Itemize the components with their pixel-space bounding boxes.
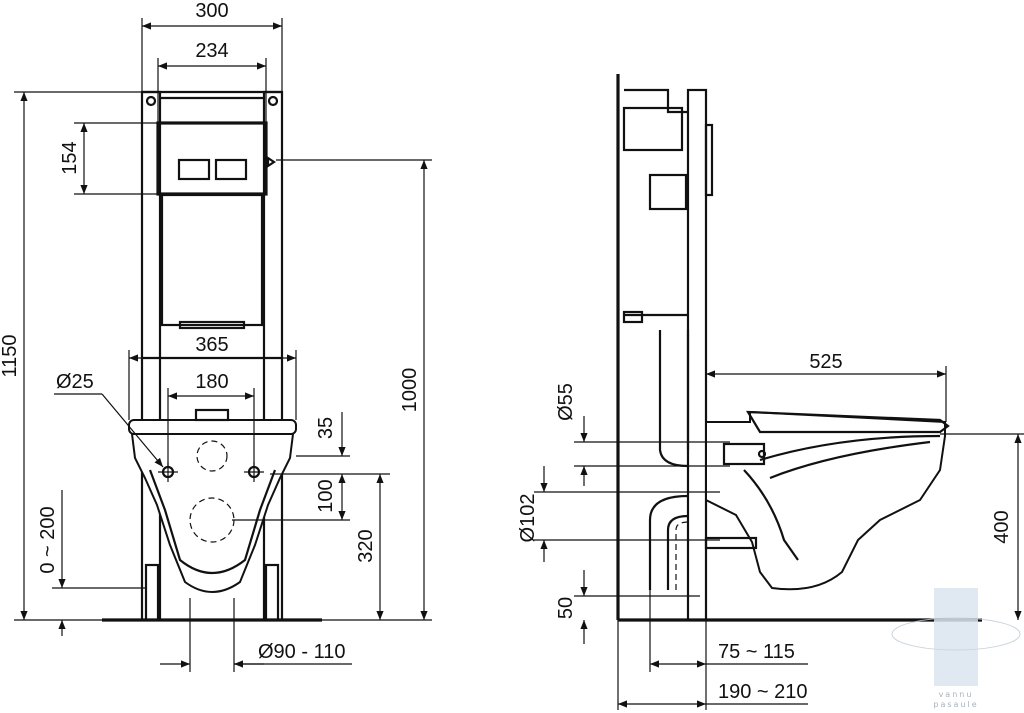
dim-1150: 1150: [0, 91, 142, 621]
dim-75-115: 75 ~ 115: [649, 590, 808, 672]
dim-label: Ø25: [56, 371, 94, 393]
dim-label: Ø55: [555, 383, 577, 421]
dim-label: 50: [555, 597, 577, 619]
dim-diameter-55: Ø55: [555, 383, 730, 486]
dim-drain-diameter: Ø90 - 110: [160, 598, 352, 672]
watermark-text: pasaule: [933, 700, 978, 709]
toilet-bowl-side: [704, 410, 950, 591]
dim-35: 35: [296, 412, 350, 457]
dim-300: 300: [141, 0, 283, 92]
dim-label: 180: [195, 371, 228, 393]
installation-frame-side: [622, 88, 714, 622]
dim-label: Ø102: [517, 494, 539, 543]
dim-label: 1150: [0, 334, 21, 377]
dim-label: 525: [809, 351, 842, 373]
dim-1000: 1000: [276, 159, 432, 621]
frame-hole-icon: [145, 95, 157, 107]
dim-label: 100: [315, 479, 337, 512]
dim-50: 50: [555, 570, 700, 644]
dim-label: 35: [315, 417, 337, 439]
dim-180: 180: [167, 371, 255, 466]
dim-label: 1000: [399, 368, 421, 413]
dim-label: 234: [195, 40, 228, 62]
dim-100: 100: [232, 473, 390, 521]
dim-234: 234: [157, 40, 267, 123]
dim-label: 190 ~ 210: [718, 681, 808, 703]
front-view: 300 234 1150 154 1000: [0, 0, 432, 672]
watermark-logo: vannu pasaule: [891, 588, 1021, 709]
dim-365: 365: [128, 334, 297, 420]
dim-label: 154: [59, 141, 81, 174]
dim-190-210: 190 ~ 210: [617, 620, 808, 710]
dim-320: 320: [355, 474, 384, 620]
watermark-text: vannu: [939, 690, 974, 699]
dim-154: 154: [59, 122, 158, 195]
side-view: 525 Ø55 Ø102 50 400: [517, 74, 1024, 710]
dim-label: Ø90 - 110: [258, 641, 345, 663]
dim-label: 320: [355, 529, 377, 562]
flush-plate: [156, 121, 276, 196]
marker-icon: [266, 155, 276, 169]
dim-label: 75 ~ 115: [718, 641, 795, 663]
dim-label: 300: [195, 0, 228, 22]
frame-hole-icon: [267, 95, 279, 107]
dim-400: 400: [940, 433, 1024, 620]
dim-diameter-25: Ø25: [54, 371, 164, 468]
dim-diameter-102: Ø102: [517, 466, 720, 562]
dim-label: 0 ~ 200: [37, 506, 59, 573]
dim-label: 400: [991, 510, 1013, 543]
dim-0-200: 0 ~ 200: [37, 490, 146, 636]
dim-label: 365: [195, 334, 228, 356]
dim-525: 525: [706, 351, 947, 422]
